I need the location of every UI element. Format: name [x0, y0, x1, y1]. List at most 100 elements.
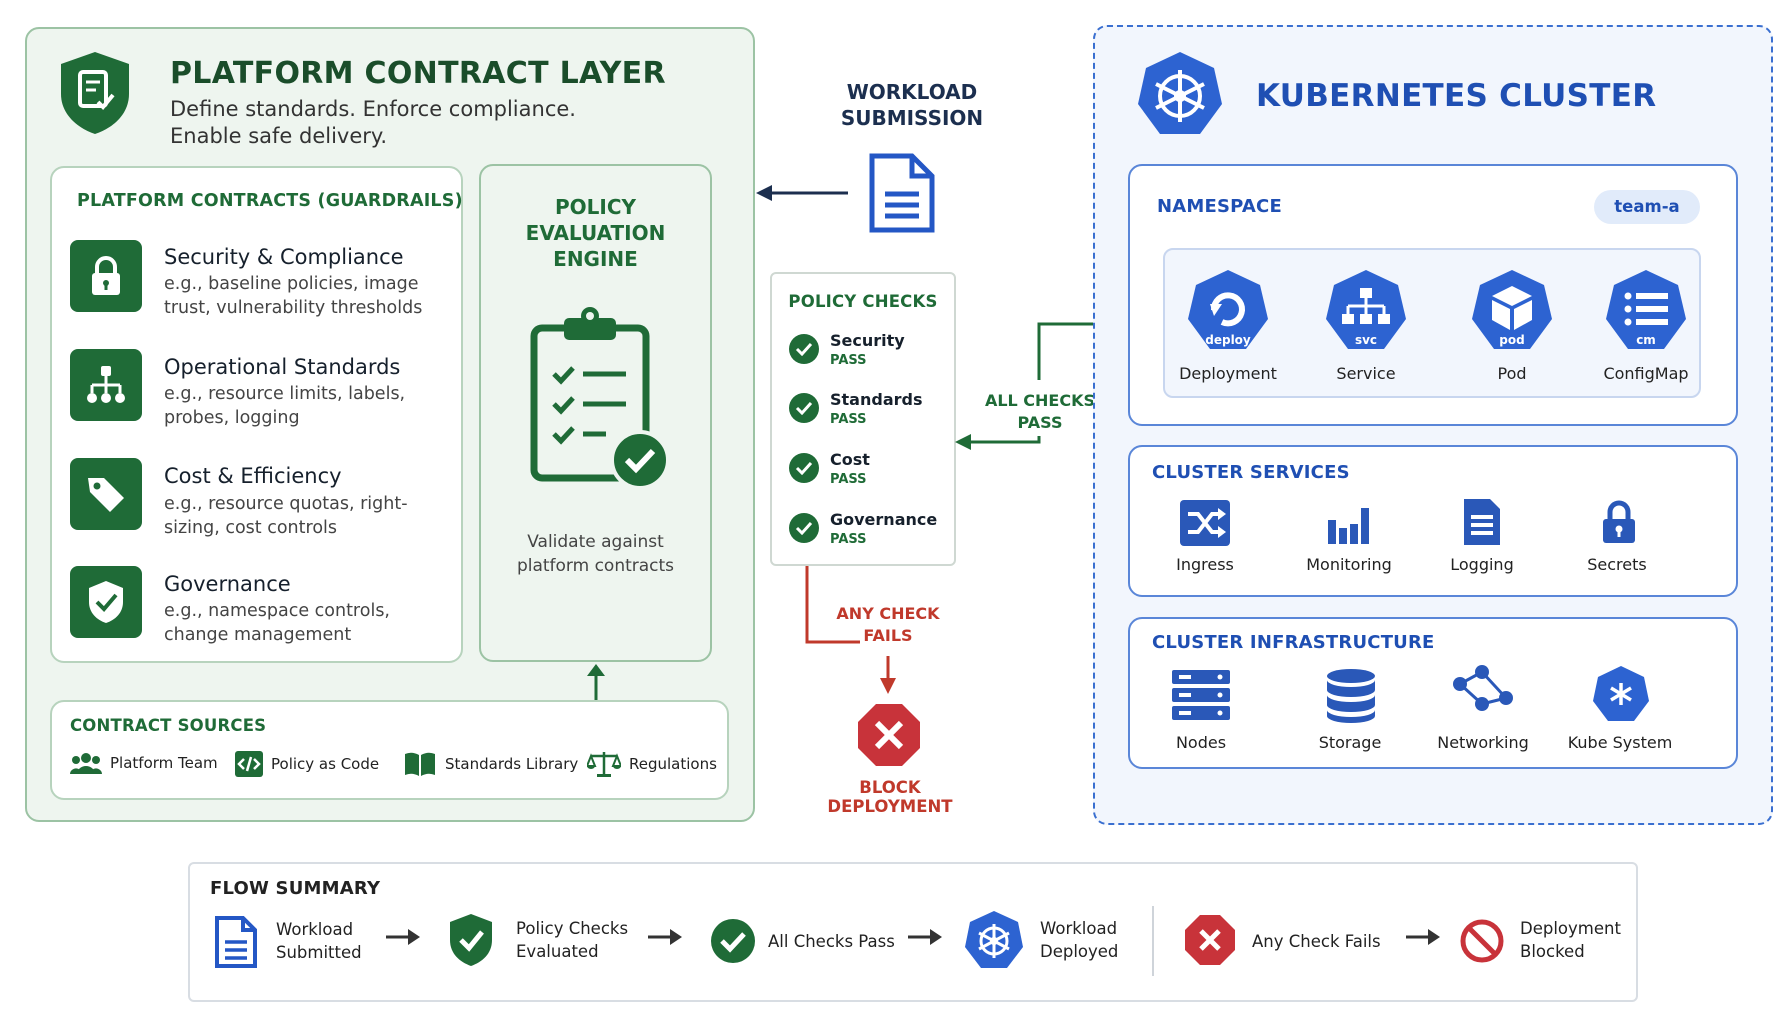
flow-step-deployed: Workload Deployed: [1040, 917, 1118, 963]
engine-title-line3: ENGINE: [553, 247, 638, 271]
check-name-standards: Standards: [830, 390, 923, 409]
engine-title-line2: EVALUATION: [525, 221, 666, 245]
team-icon: [70, 753, 102, 774]
padlock-icon: [1600, 499, 1638, 549]
services-title: CLUSTER SERVICES: [1152, 462, 1350, 483]
submission-line2: SUBMISSION: [840, 106, 984, 130]
flow-step-blocked: Deployment Blocked: [1520, 917, 1621, 963]
engine-desc-line2: platform contracts: [516, 556, 675, 576]
flow-arrow-icon: [648, 924, 682, 954]
flow-arrow-icon: [386, 924, 420, 954]
source-policy-as-code: Policy as Code: [235, 751, 379, 777]
shield-check-icon: [70, 566, 142, 638]
guardrail-title-security: Security & Compliance: [164, 245, 404, 269]
network-icon: [1450, 664, 1516, 716]
kube-system-icon: [1592, 665, 1650, 727]
bar-chart-icon: [1326, 504, 1372, 548]
check-name-cost: Cost: [830, 450, 870, 469]
flow-step-line: Deployed: [1040, 942, 1119, 961]
clipboard-check-icon: [528, 306, 673, 495]
source-label: Policy as Code: [271, 755, 380, 773]
namespace-badge[interactable]: team-a: [1594, 190, 1700, 224]
ns-tag-svc: svc: [1355, 333, 1377, 347]
kubernetes-icon: [1136, 50, 1224, 142]
flow-step-line: Submitted: [276, 943, 362, 962]
flow-step-any-fail: Any Check Fails: [1252, 932, 1381, 951]
policy-engine-card: [479, 164, 712, 662]
guardrail-title-governance: Governance: [164, 572, 291, 596]
flow-divider: [1152, 906, 1154, 976]
all-pass-line1: ALL CHECKS: [984, 391, 1096, 410]
any-fail-label: ANY CHECK FAILS: [820, 603, 956, 647]
source-standards-library: Standards Library: [403, 751, 578, 777]
block-deployment-label: BLOCK DEPLOYMENT: [827, 778, 953, 816]
guardrail-desc-operational: e.g., resource limits, labels, probes, l…: [164, 384, 406, 428]
flow-blocked-icon: [1460, 919, 1504, 967]
sources-to-engine-arrow: [582, 662, 610, 706]
contract-layer-title: PLATFORM CONTRACT LAYER: [170, 56, 666, 91]
sources-title: CONTRACT SOURCES: [70, 716, 267, 735]
guardrails-title: PLATFORM CONTRACTS (GUARDRAILS): [77, 191, 463, 211]
check-pass-icon: [789, 513, 819, 543]
ns-label-configmap: ConfigMap: [1603, 364, 1689, 383]
check-status-governance: PASS: [830, 532, 867, 547]
flow-step-line: Workload: [1040, 919, 1118, 938]
flow-step-line: Deployment: [1520, 919, 1621, 938]
flow-step-all-pass: All Checks Pass: [768, 932, 895, 951]
tag-icon: [70, 458, 142, 530]
flow-step-line: Evaluated: [516, 942, 599, 961]
check-pass-icon: [789, 334, 819, 364]
pod-icon: pod: [1470, 268, 1554, 360]
shield-document-icon: [58, 50, 132, 140]
shuffle-icon: [1180, 500, 1230, 550]
flow-arrow-icon: [1406, 924, 1440, 954]
flow-step-line: Policy Checks: [516, 919, 629, 938]
flow-kubernetes-icon: [964, 910, 1024, 974]
source-label: Standards Library: [445, 755, 579, 773]
guardrail-title-operational: Operational Standards: [164, 355, 401, 379]
ns-label-service: Service: [1336, 364, 1396, 383]
source-regulations: Regulations: [587, 750, 717, 778]
infra-label-storage: Storage: [1318, 733, 1382, 752]
namespace-title: NAMESPACE: [1157, 196, 1282, 217]
source-label: Regulations: [629, 755, 717, 773]
source-label: Platform Team: [110, 754, 218, 772]
service-label-monitoring: Monitoring: [1306, 555, 1392, 574]
contract-layer-subtitle-1: Define standards. Enforce compliance.: [170, 97, 576, 121]
lock-icon: [70, 240, 142, 312]
ns-tag-deploy: deploy: [1205, 333, 1251, 347]
contract-sources-card: [50, 700, 729, 800]
all-pass-line2: PASS: [1017, 413, 1063, 432]
service-icon: svc: [1324, 268, 1408, 360]
server-icon: [1172, 670, 1230, 724]
log-document-icon: [1462, 497, 1502, 551]
check-status-standards: PASS: [830, 412, 867, 427]
document-icon: [868, 152, 936, 238]
service-label-secrets: Secrets: [1587, 555, 1647, 574]
hierarchy-icon: [70, 349, 142, 421]
cluster-title: KUBERNETES CLUSTER: [1256, 78, 1657, 114]
flow-summary-panel: [188, 862, 1638, 1002]
flow-stop-x-icon: [1184, 914, 1236, 970]
any-fail-line2: FAILS: [863, 626, 913, 645]
ns-tag-pod: pod: [1499, 333, 1524, 347]
submission-to-engine-arrow: [756, 182, 848, 208]
checks-title: POLICY CHECKS: [788, 292, 938, 311]
service-label-logging: Logging: [1450, 555, 1514, 574]
scales-icon: [587, 752, 621, 777]
ns-label-deployment: Deployment: [1179, 364, 1277, 383]
flow-step-line: Workload: [276, 920, 354, 939]
engine-title: POLICY EVALUATION ENGINE: [479, 194, 712, 272]
engine-title-line1: POLICY: [554, 195, 636, 219]
workload-submission-label: WORKLOAD SUBMISSION: [822, 79, 1002, 131]
flow-step-line: Blocked: [1520, 942, 1585, 961]
infrastructure-title: CLUSTER INFRASTRUCTURE: [1152, 632, 1435, 653]
check-pass-icon: [789, 393, 819, 423]
engine-desc-line1: Validate against: [527, 532, 664, 552]
fail-connector: [800, 566, 900, 700]
guardrail-desc-cost: e.g., resource quotas, right-sizing, cos…: [164, 494, 408, 538]
check-name-security: Security: [830, 331, 905, 350]
book-icon: [405, 752, 435, 776]
flow-summary-title: FLOW SUMMARY: [210, 878, 381, 899]
flow-arrow-icon: [908, 924, 942, 954]
